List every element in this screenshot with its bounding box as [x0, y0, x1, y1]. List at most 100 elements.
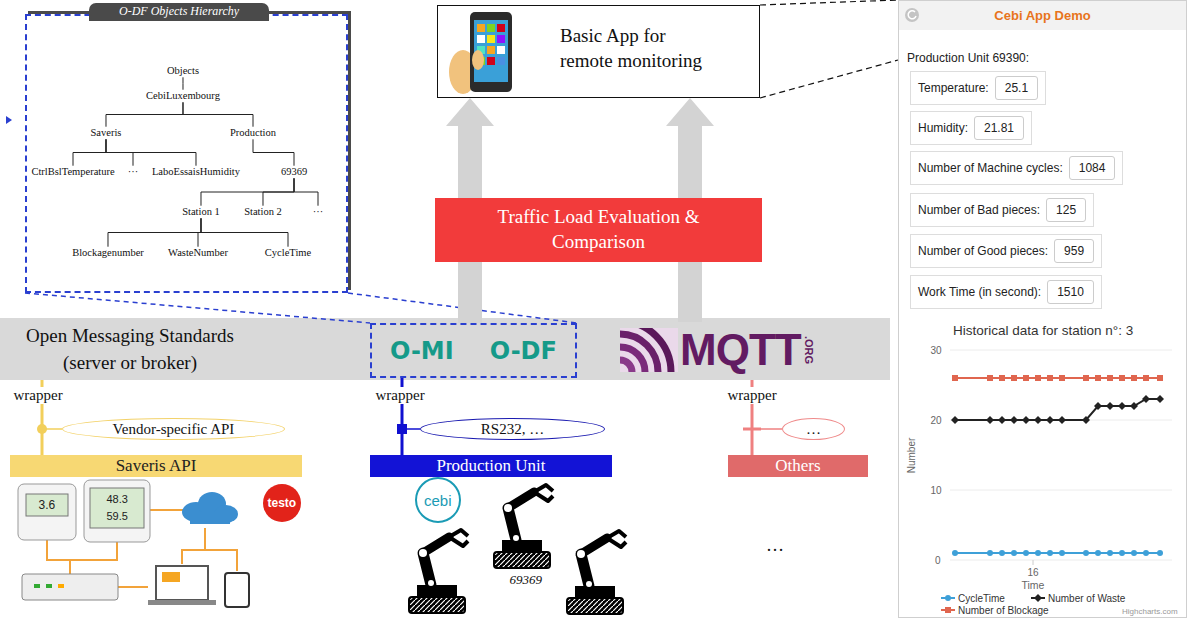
field-value: 1510: [1047, 280, 1094, 304]
legend-samples: [945, 607, 951, 613]
source-band: Others: [728, 455, 868, 477]
legend-text: Number of Blockage: [958, 605, 1049, 616]
tree-line: [201, 178, 294, 205]
chart-mark: [1106, 402, 1114, 410]
machine-id: 69369: [510, 572, 543, 588]
source-band: Saveris API: [10, 455, 302, 477]
node-text: Objects: [167, 65, 199, 76]
chart-grid: [950, 350, 1172, 560]
tree-node: Saveris: [89, 127, 124, 140]
tree-line: [106, 102, 183, 126]
node-text: Station 2: [244, 206, 282, 217]
wrapper-symbol: [37, 424, 47, 434]
node-text: Production: [230, 127, 276, 138]
tree-line: [201, 178, 294, 205]
field-value: 21.81: [974, 116, 1024, 140]
tree-line: [73, 139, 106, 165]
field-value: 1084: [1069, 156, 1116, 180]
chart-mark: [1010, 416, 1018, 424]
robot-arms: [567, 531, 626, 614]
tree-node: ···: [126, 166, 141, 179]
tree-node: LaboEssaisHumidity: [150, 166, 242, 179]
node-text: Saveris API: [116, 456, 197, 476]
saveris-illustration: [263, 484, 301, 522]
broker-band: [0, 318, 890, 380]
saveris-illustration: [148, 600, 216, 605]
omi-odf-box: O-MIO-DF: [370, 323, 577, 378]
chart-mark: [1022, 416, 1030, 424]
field-row: Number of Bad pieces:125: [910, 193, 1094, 227]
chart-mark: [1047, 550, 1053, 556]
robot-arms: [494, 485, 553, 568]
tree-line: [294, 178, 318, 205]
brand-logo: cebi: [424, 492, 452, 509]
node-text: 1510: [1057, 285, 1084, 299]
tree-node: Blockagenumber: [70, 247, 146, 260]
wrapper-symbol: [743, 428, 761, 431]
mqtt-icon: [620, 328, 678, 372]
tree-line: [73, 139, 106, 165]
saveris-illustration: [84, 480, 150, 542]
node-text: 1084: [1079, 161, 1106, 175]
chart-mark: [1131, 375, 1137, 381]
phone-icon: [497, 57, 505, 65]
node-text: MQTT: [680, 325, 801, 375]
chart-mark: [1094, 402, 1102, 410]
api-oval: Vendor-specific API: [62, 418, 285, 440]
tree-line: [182, 77, 183, 89]
axis-title: Time: [1022, 579, 1045, 591]
zoom-marker: [6, 116, 12, 124]
chart-mark: [1059, 550, 1065, 556]
tree-node: Production: [228, 127, 278, 140]
saveris-illustration: [225, 573, 249, 607]
tree-line: [183, 102, 253, 126]
saveris-illustration: [18, 484, 76, 540]
phone-icon: [497, 24, 505, 32]
node-text: Saveris: [91, 127, 122, 138]
axis-tick: 10: [931, 485, 942, 496]
phone-icon: [487, 46, 495, 54]
node-text: 21.81: [984, 121, 1014, 135]
chart-mark: [1157, 375, 1163, 381]
axis-tick: 0: [935, 555, 941, 566]
app-screenshot: Cebi App DemoProduction Unit 69390:Tempe…: [898, 0, 1187, 618]
broker-band: Open Messaging Standards (server or brok…: [0, 318, 890, 380]
node-text: O-DF: [490, 337, 557, 365]
chart-mark: [1083, 375, 1089, 381]
node-text: 25.1: [1005, 81, 1028, 95]
saveris-illustration: [18, 480, 301, 607]
chart-grid: [950, 350, 1172, 565]
chart-mark: [1119, 375, 1125, 381]
saveris-illustration: [22, 574, 118, 600]
chart-line: [955, 377, 1160, 379]
field-value: 959: [1054, 239, 1094, 263]
phone-icon: [497, 35, 505, 43]
evaluation-band: Traffic Load Evaluation & Comparison: [435, 198, 762, 262]
chart-mark: [952, 550, 958, 556]
chart-mark: [952, 375, 958, 381]
chart-mark: [1058, 416, 1066, 424]
tree-line: [263, 178, 294, 205]
node-text: Production Unit: [436, 456, 545, 476]
mqtt-icon: [620, 347, 645, 372]
connector-label: wrapper: [374, 387, 427, 404]
node-text: Number of Machine cycles:: [918, 161, 1063, 175]
chart-mark: [1035, 550, 1041, 556]
chart-mark: [1107, 550, 1113, 556]
api-oval: RS232, …: [420, 418, 605, 440]
node-text: Number of Bad pieces:: [918, 203, 1040, 217]
node-text: …: [806, 421, 821, 438]
legend-text: CycleTime: [958, 593, 1005, 604]
sensor-reading: 59.5: [107, 510, 128, 522]
chart-mark: [1059, 375, 1065, 381]
node-text: Vendor-specific API: [113, 421, 235, 438]
node-text: LaboEssaisHumidity: [152, 166, 240, 177]
chart-mark: [998, 416, 1006, 424]
tree-line: [201, 218, 288, 246]
cebi-logo: [416, 478, 460, 522]
axis-title: Number: [906, 437, 917, 473]
tree-node: Station 1: [180, 206, 222, 219]
chart-mark: [999, 375, 1005, 381]
node-text: Work Time (in second):: [918, 285, 1041, 299]
tree-node: ···: [311, 206, 326, 219]
